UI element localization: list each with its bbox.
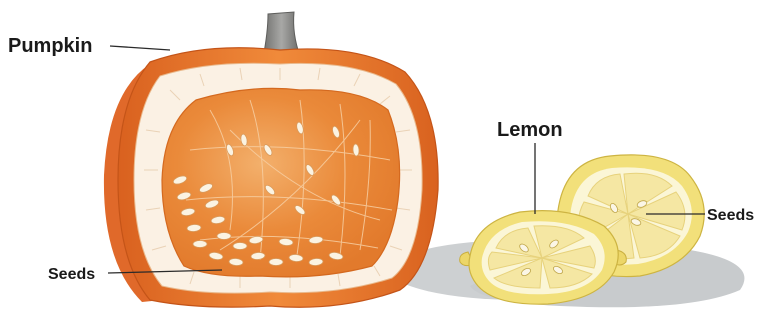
lemon-label: Lemon: [497, 119, 563, 141]
pumpkin-leader-line: [110, 46, 170, 50]
pumpkin-seeds-label: Seeds: [48, 266, 95, 283]
pumpkin-label-group: Pumpkin: [8, 35, 170, 57]
pumpkin-cavity: [162, 88, 400, 277]
pumpkin: [104, 12, 438, 307]
lemon-label-group: Lemon: [497, 119, 563, 214]
lemon-seeds-label: Seeds: [707, 207, 754, 224]
pumpkin-label: Pumpkin: [8, 35, 92, 57]
